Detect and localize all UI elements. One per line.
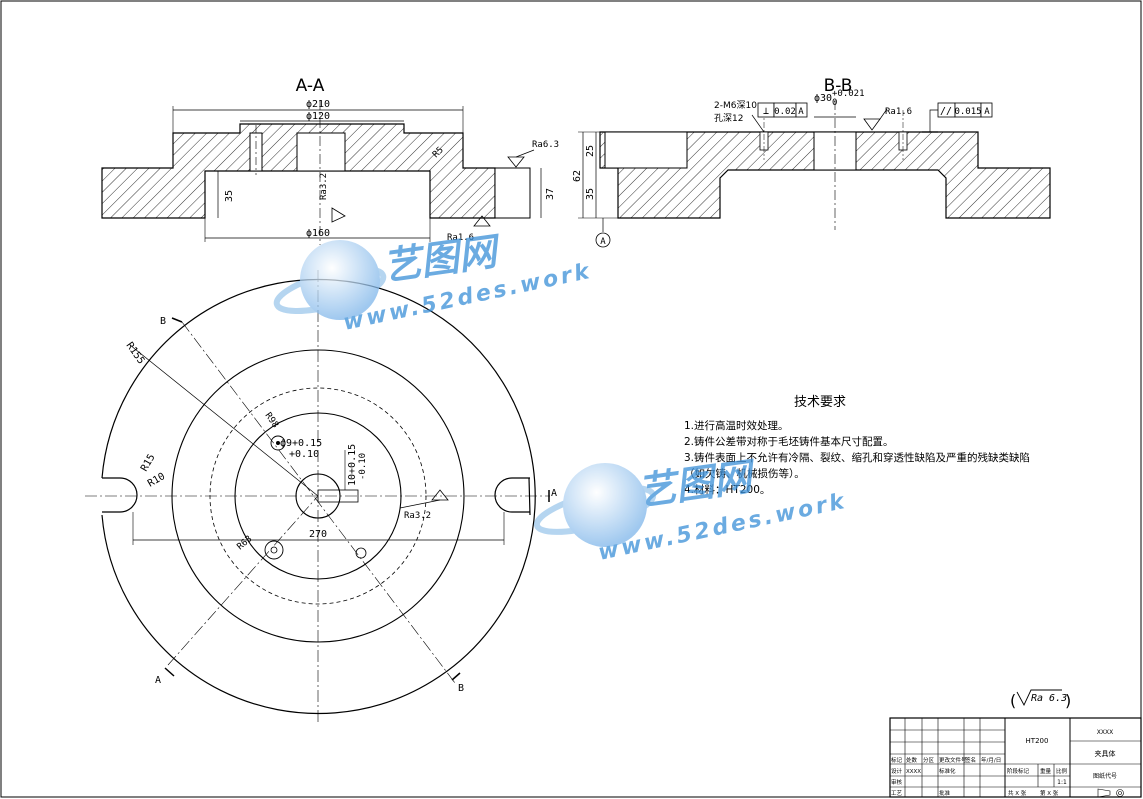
plan-slot-dim-lower: -0.10 xyxy=(358,453,368,480)
tech-title: 技术要求 xyxy=(794,395,846,410)
default-roughness-value: Ra 6.3 xyxy=(1031,693,1067,704)
tb-stage-label: 阶段标记 xyxy=(1007,767,1030,775)
tb-review: 审核 xyxy=(891,778,903,786)
tb-col-2: 处数 xyxy=(906,756,918,764)
tb-col-3: 分区 xyxy=(923,756,935,764)
tb-col-5: 签名 xyxy=(965,756,976,764)
ra-aa-bottom: Ra1.6 xyxy=(447,233,474,243)
bb-ra-top: Ra1.6 xyxy=(885,107,912,117)
dim-bb-35: 35 xyxy=(585,188,596,200)
bb-thread-note-1: 2-M6深10 xyxy=(714,100,757,111)
cut-a-bottom: A xyxy=(155,675,161,686)
section-aa-title: A-A xyxy=(296,76,325,96)
dim-aa-120: ϕ120 xyxy=(306,111,330,122)
tb-approve: 批准 xyxy=(939,789,951,797)
tech-item-3: 3.铸件表面上不允许有冷隔、裂纹、缩孔和穿透性缺陷及严重的残缺类缺陷 xyxy=(684,451,1030,464)
tech-item-4: （如欠铸、机械损伤等）。 xyxy=(684,467,805,480)
default-roughness: ( Ra 6.3 ) xyxy=(1010,689,1071,710)
svg-text:): ) xyxy=(1065,691,1071,710)
cut-b-top: B xyxy=(160,316,166,327)
plan-outer-outline xyxy=(101,278,536,715)
plan-r15: R15 xyxy=(139,452,158,473)
tb-drawing-no: 图纸代号 xyxy=(1093,772,1117,780)
tech-item-1: 1.进行高温时效处理。 xyxy=(684,419,789,432)
bb-bore-dim: ϕ30 xyxy=(814,93,832,104)
tech-item-5: 4.材料：HT200。 xyxy=(684,483,770,496)
plan-pin-dim: ϕ9+0.15 xyxy=(280,438,322,449)
datum-a: A xyxy=(600,237,606,247)
tb-process: 工艺 xyxy=(891,790,903,797)
section-bb-title: B-B xyxy=(824,76,853,96)
tb-weight-label: 重量 xyxy=(1040,767,1052,775)
cut-b-bottom: B xyxy=(458,683,464,694)
dim-bb-25: 25 xyxy=(585,145,596,157)
tb-scale: 1:1 xyxy=(1057,779,1067,786)
section-aa-slot xyxy=(494,167,531,219)
section-aa-bore xyxy=(296,132,346,172)
tb-col-6: 年/月/日 xyxy=(981,756,1001,764)
plan-view: B A B A R155 R98 ϕ9+0.15 +0.10 10+0.15 -… xyxy=(85,270,557,725)
bb-par-symbol: // xyxy=(940,106,952,117)
section-bb: B-B 62 25 35 A 2-M6深10 孔深12 ⊥ 0.02 A xyxy=(572,76,1051,248)
tb-company: XXXX xyxy=(1097,729,1113,736)
section-bb-body xyxy=(599,131,1051,219)
tech-item-2: 2.铸件公差带对称于毛坯铸件基本尺寸配置。 xyxy=(684,435,894,448)
tb-sheet-total: 共 X 张 xyxy=(1008,789,1027,797)
watermark-1: 艺图网 www.52des.work xyxy=(273,229,594,336)
ra-aa-top: Ra6.3 xyxy=(532,140,559,150)
plan-r10: R10 xyxy=(146,471,167,490)
watermark-2-brand: 艺图网 xyxy=(635,454,759,514)
tb-material: HT200 xyxy=(1026,737,1049,745)
plan-r-small: R63 xyxy=(236,534,255,552)
tech-requirements: 技术要求 1.进行高温时效处理。 2.铸件公差带对称于毛坯铸件基本尺寸配置。 3… xyxy=(684,395,1030,496)
plan-ra-center: Ra3.2 xyxy=(404,511,431,521)
plan-width-270: 270 xyxy=(309,529,327,540)
bb-perp-symbol: ⊥ xyxy=(763,106,769,117)
plan-pin-dim-lower: +0.10 xyxy=(289,449,319,460)
tb-scale-label: 比例 xyxy=(1056,767,1068,775)
dim-bb-62: 62 xyxy=(572,170,583,182)
tb-design: 设计 xyxy=(891,767,903,775)
tb-designer: XXXX xyxy=(906,769,921,775)
plan-slot-dim: 10+0.15 xyxy=(347,444,358,486)
bb-thread-note-2: 孔深12 xyxy=(714,113,743,124)
plan-r155: R155 xyxy=(124,340,147,366)
ra-aa-side: Ra3.2 xyxy=(319,173,329,200)
section-bb-pocket xyxy=(604,131,688,169)
tb-col-4: 更改文件号 xyxy=(939,756,967,764)
bb-perp-value: 0.02 xyxy=(774,107,796,117)
bb-par-value: 0.015 xyxy=(954,107,981,117)
section-aa: A-A ϕ210 ϕ120 ϕ160 35 37 R5 Ra3.2 Ra6.3 xyxy=(101,76,559,245)
bb-perp-datum: A xyxy=(798,107,804,117)
bb-par-datum: A xyxy=(984,107,990,117)
dim-aa-210: ϕ210 xyxy=(306,99,330,110)
dim-aa-160: ϕ160 xyxy=(306,228,330,239)
svg-text:(: ( xyxy=(1010,691,1016,710)
tb-std: 标准化 xyxy=(939,767,956,775)
cut-a-right: A xyxy=(551,488,557,499)
dim-aa-35: 35 xyxy=(224,190,235,202)
tb-sheet-no: 第 X 张 xyxy=(1040,789,1059,797)
dim-aa-37: 37 xyxy=(545,188,556,200)
plan-r98: R98 xyxy=(263,411,281,430)
bb-bore-tol-lower: 0 xyxy=(832,98,837,108)
projection-symbol-icon xyxy=(1097,788,1124,798)
tb-col-1: 标记 xyxy=(891,756,903,764)
title-block: 标记 处数 分区 更改文件号 签名 年/月/日 设计 XXXX 标准化 审核 工… xyxy=(889,717,1142,798)
bb-bore-tol-upper: +0.021 xyxy=(832,89,865,99)
tb-part-name: 夹具体 xyxy=(1095,749,1116,758)
